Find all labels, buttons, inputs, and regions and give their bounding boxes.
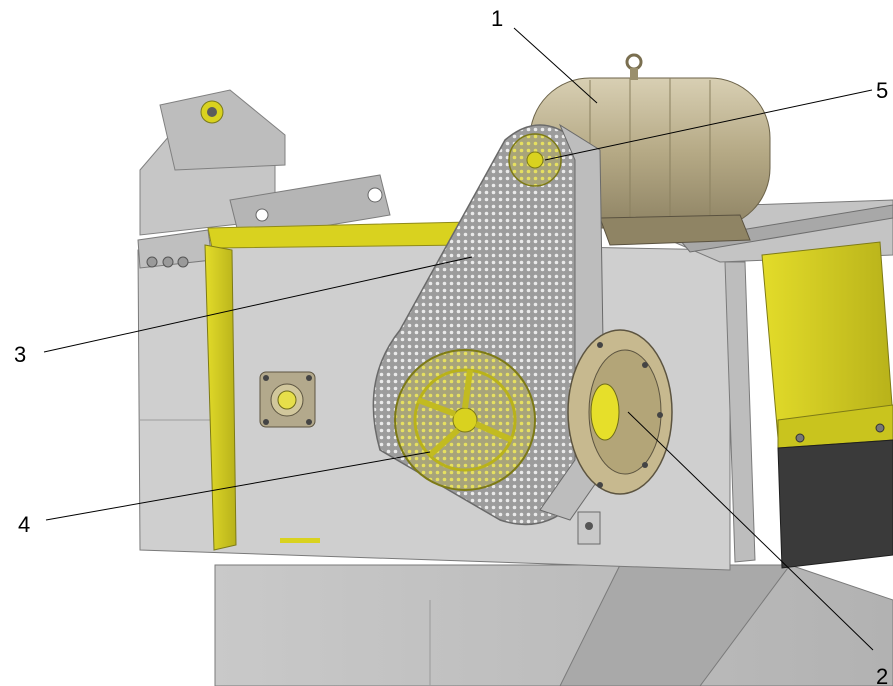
lower-hopper: [214, 564, 893, 686]
bearing-housing: [567, 329, 673, 495]
left-frame: [139, 89, 391, 241]
drive-pulley: [508, 133, 562, 187]
callout-leaders: [43, 27, 874, 651]
callout-2: 2: [876, 664, 888, 686]
callout-1: 1: [491, 6, 503, 31]
callout-4: 4: [18, 512, 30, 537]
left-bearing-flange: [259, 371, 316, 428]
left-yellow-plate: [204, 244, 237, 551]
leader-line-4: [45, 451, 431, 521]
leader-line-1: [513, 27, 598, 104]
callout-5: 5: [876, 78, 888, 103]
callout-labels: 1 2 3 4 5: [14, 6, 888, 686]
leader-line-5: [544, 89, 873, 161]
leader-line-2: [627, 411, 874, 651]
leader-line-3: [43, 256, 473, 353]
callout-3: 3: [14, 342, 26, 367]
lower-bracket: [577, 511, 601, 545]
driven-pulley: [394, 349, 536, 491]
